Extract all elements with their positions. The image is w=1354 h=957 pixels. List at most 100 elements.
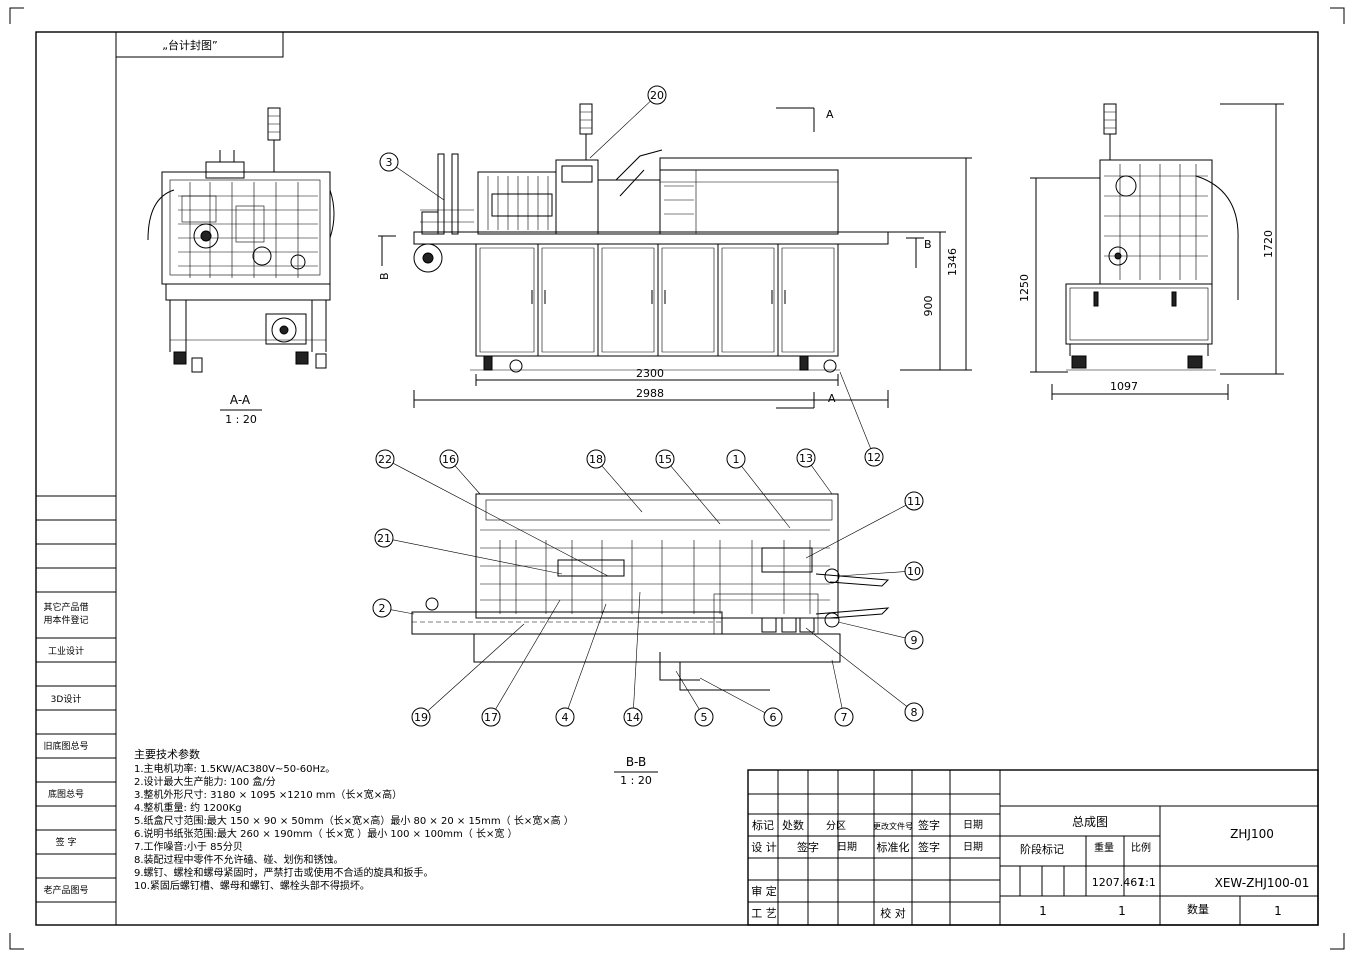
tech-param-line: 3.整机外形尺寸: 3180 × 1095 ×1210 mm（长×宽×高）: [134, 788, 402, 801]
balloon-leader: [392, 462, 609, 577]
balloon-leader: [589, 100, 651, 159]
strip-industrial-design: 工业设计: [48, 645, 84, 657]
view-bb: B-B 1 : 20: [411, 493, 890, 787]
balloon-number: 8: [911, 706, 918, 719]
balloon-leader: [839, 371, 871, 449]
balloon-number: 10: [907, 565, 921, 578]
balloon-number: 5: [701, 711, 708, 724]
balloon-14: 14: [623, 707, 643, 727]
balloon-leader: [675, 670, 700, 710]
balloon-circle: [411, 707, 431, 727]
tb-drawing-no: XEW-ZHJ100-01: [1215, 876, 1310, 890]
tb-date2: 日期: [837, 841, 857, 853]
dim-length-total: 2988: [636, 387, 664, 400]
balloon-22: 22: [375, 449, 395, 469]
balloon-9: 9: [904, 630, 924, 650]
balloon-circle: [655, 449, 675, 469]
balloon-4: 4: [555, 707, 575, 727]
dim-height-table: 900: [922, 296, 935, 317]
tech-param-line: 2.设计最大生产能力: 100 盒/分: [134, 775, 276, 788]
balloon-19: 19: [411, 707, 431, 727]
tb-model: ZHJ100: [1230, 827, 1274, 841]
balloon-number: 22: [378, 453, 392, 466]
balloon-leader: [837, 621, 906, 639]
balloon-circle: [904, 561, 924, 581]
balloon-number: 13: [799, 452, 813, 465]
strip-old-drawing-no: 旧底图总号: [43, 740, 88, 752]
balloon-number: 11: [907, 495, 921, 508]
balloon-number: 18: [589, 453, 603, 466]
title-box: „台计封图”: [115, 31, 284, 58]
tb-sign2: 签字: [797, 840, 819, 854]
balloon-number: 6: [770, 711, 777, 724]
tb-standard: 标准化: [877, 840, 910, 854]
view-aa-label: A-A: [230, 393, 251, 407]
balloon-number: 15: [658, 453, 672, 466]
balloon-number: 3: [386, 156, 393, 169]
balloon-leader: [396, 166, 445, 201]
tech-param-line: 7.工作噪音:小于 85分贝: [134, 840, 243, 853]
balloon-17: 17: [481, 707, 501, 727]
section-a-top: A: [826, 108, 834, 121]
title-block: 标记 处数 分区 更改文件号 签字 日期 设 计 签字 日期 标准化 签字 日期…: [747, 769, 1319, 926]
tech-param-line: 9.螺钉、螺栓和螺母紧固时，严禁打击或使用不合适的旋具和扳手。: [134, 866, 434, 879]
balloon-number: 1: [733, 453, 740, 466]
balloon-number: 21: [377, 532, 391, 545]
strip-old-product-no: 老产品图号: [43, 884, 88, 896]
tech-params-heading: 主要技术参数: [134, 747, 200, 761]
balloon-number: 12: [867, 451, 881, 464]
balloon-1: 1: [726, 449, 746, 469]
tech-param-line: 5.纸盒尺寸范围:最大 150 × 90 × 50mm（长×宽×高）最小 80 …: [134, 814, 574, 827]
balloon-leader: [805, 504, 907, 559]
balloon-6: 6: [763, 707, 783, 727]
section-b-left: B: [378, 272, 391, 280]
view-bb-label: B-B: [626, 755, 646, 769]
balloon-20: 20: [647, 85, 667, 105]
balloon-15: 15: [655, 449, 675, 469]
view-aa: A-A 1 : 20: [147, 107, 335, 426]
strip-other-product-1: 其它产品借: [43, 601, 88, 613]
balloon-circle: [864, 447, 884, 467]
balloon-leader: [831, 659, 843, 709]
tech-param-line: 6.说明书纸张范围:最大 260 × 190mm（ 长×宽 ）最小 100 × …: [134, 827, 518, 840]
balloon-11: 11: [904, 491, 924, 511]
balloon-leader: [392, 539, 563, 575]
strip-3d-design: 3D设计: [51, 693, 82, 705]
balloon-number: 4: [562, 711, 569, 724]
tb-weight-label: 重量: [1094, 841, 1114, 854]
balloon-number: 17: [484, 711, 498, 724]
tb-ratio-label: 比例: [1131, 841, 1151, 854]
tech-param-line: 10.紧固后螺钉槽、螺母和螺钉、螺栓头部不得损坏。: [134, 879, 370, 892]
balloon-circle: [375, 449, 395, 469]
balloon-circle: [623, 707, 643, 727]
balloon-leader: [670, 465, 721, 525]
balloon-number: 16: [442, 453, 456, 466]
balloon-number: 7: [841, 711, 848, 724]
balloon-number: 20: [650, 89, 664, 102]
balloon-leader: [811, 465, 833, 495]
tb-sheet-no: 1: [1118, 904, 1126, 918]
balloon-circle: [374, 528, 394, 548]
balloon-number: 9: [911, 634, 918, 647]
tb-change-doc: 更改文件号: [873, 821, 913, 831]
balloon-circle: [694, 707, 714, 727]
balloon-circle: [481, 707, 501, 727]
tb-ratio-value: 1:1: [1138, 876, 1156, 889]
tb-qty-label: 数量: [1187, 903, 1209, 916]
balloon-leader: [454, 465, 481, 495]
balloon-7: 7: [834, 707, 854, 727]
balloon-circle: [904, 630, 924, 650]
tb-weight-value: 1207.467: [1092, 876, 1145, 889]
tb-process: 工 艺: [751, 907, 777, 920]
tech-param-line: 1.主电机功率: 1.5KW/AC380V~50-60Hz。: [134, 762, 335, 775]
balloon-circle: [372, 598, 392, 618]
balloon-circle: [796, 448, 816, 468]
balloon-circle: [586, 449, 606, 469]
balloon-10: 10: [904, 561, 924, 581]
section-a-bottom: A: [828, 392, 836, 405]
section-b-right: B: [924, 238, 932, 251]
tb-zone: 分区: [826, 820, 846, 832]
balloon-leader: [741, 465, 791, 529]
